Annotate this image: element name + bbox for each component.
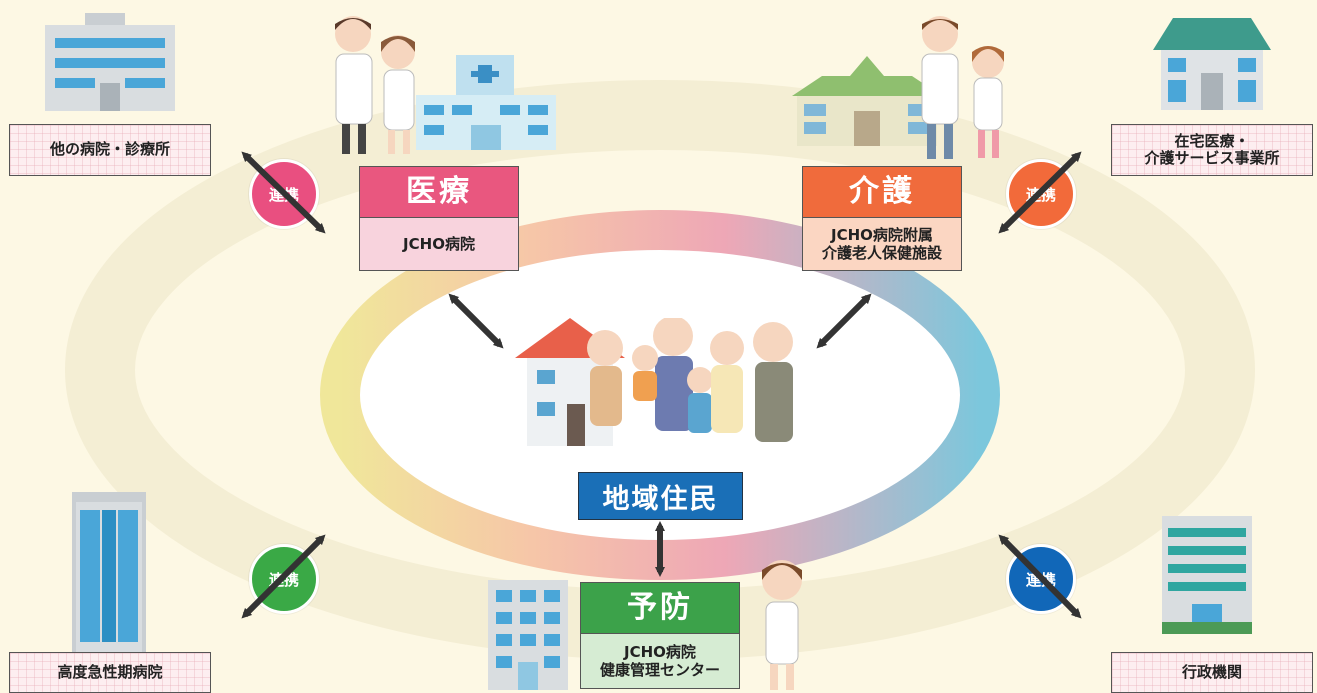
resident-label: 地域住民 <box>578 472 743 520</box>
arrow-top-right <box>998 151 1082 234</box>
medical-title: 医療 <box>359 166 519 217</box>
clinic-building-icon <box>45 13 175 111</box>
medical-sub: JCHO病院 <box>359 217 519 271</box>
care-title: 介護 <box>802 166 962 217</box>
partner-label-top-right: 在宅医療・ 介護サービス事業所 <box>1111 124 1313 176</box>
arrow-care-to-resident <box>816 293 872 349</box>
prevention-service-card: 予防 JCHO病院 健康管理センター <box>580 582 740 689</box>
arrow-bottom-right <box>998 534 1082 619</box>
government-building-icon <box>1162 516 1252 634</box>
hospital-illustration <box>416 55 556 150</box>
health-center-building-icon <box>488 580 568 690</box>
home-care-building-icon <box>1153 18 1271 110</box>
arrow-top-left <box>241 151 326 234</box>
arrow-bottom-left <box>241 534 326 619</box>
health-staff-figure <box>762 560 802 690</box>
partner-label-bottom-right: 行政機関 <box>1111 652 1313 693</box>
medical-service-card: 医療 JCHO病院 <box>359 166 519 271</box>
prevention-title: 予防 <box>580 582 740 633</box>
prevention-sub: JCHO病院 健康管理センター <box>580 633 740 689</box>
acute-hospital-building-icon <box>72 492 146 652</box>
care-facility-illustration <box>792 56 942 146</box>
partner-label-bottom-left: 高度急性期病院 <box>9 652 211 693</box>
arrow-medical-to-resident <box>448 293 504 349</box>
partner-label-top-left: 他の病院・診療所 <box>9 124 211 176</box>
doctor-and-nurse-figures <box>335 16 415 154</box>
care-service-card: 介護 JCHO病院附属 介護老人保健施設 <box>802 166 962 271</box>
care-staff-figures <box>921 16 1004 159</box>
care-sub: JCHO病院附属 介護老人保健施設 <box>802 217 962 271</box>
family-illustration <box>515 318 793 446</box>
